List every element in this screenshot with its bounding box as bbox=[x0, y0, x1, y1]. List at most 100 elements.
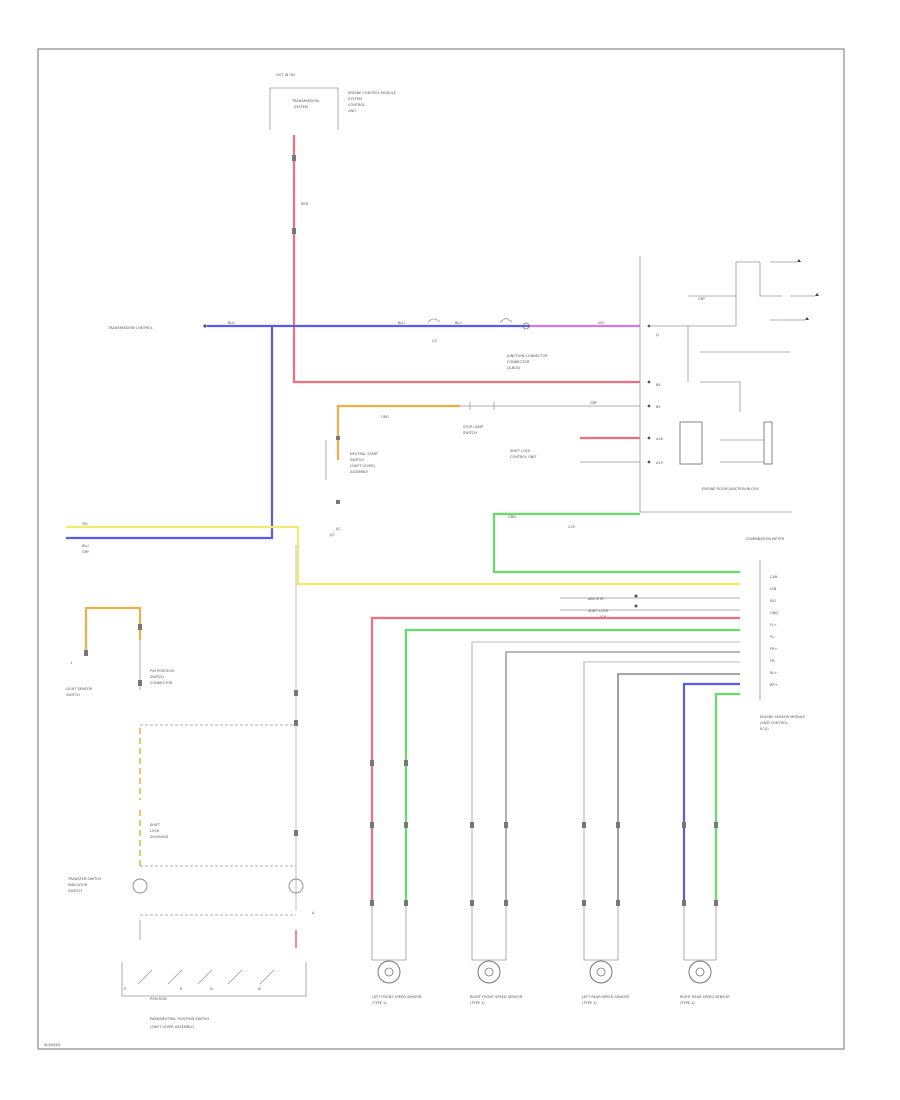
svg-text:SYSTEM: SYSTEM bbox=[294, 105, 308, 109]
svg-text:ASSEMBLY: ASSEMBLY bbox=[350, 470, 369, 474]
top-connector: HOT IN ON TRANSMISSION SYSTEM ENGINE CON… bbox=[269, 73, 396, 130]
svg-text:RR+: RR+ bbox=[770, 683, 778, 687]
shift-lock-label: SHIFT LOCK bbox=[510, 449, 531, 453]
wire-blue-vertical bbox=[66, 326, 274, 540]
junction-lower-label: J/C bbox=[329, 533, 335, 537]
svg-text:(A-BUS): (A-BUS) bbox=[507, 366, 521, 370]
svg-text:SOLENOID: SOLENOID bbox=[150, 835, 169, 839]
transfer-switch: TRANSFER SWITCH INDICATOR SWITCH A bbox=[67, 877, 315, 915]
park-neutral-switch: P R N D POSITION PARK/NEUTRAL POSITION S… bbox=[121, 962, 307, 1029]
svg-text:P: P bbox=[124, 987, 126, 991]
sensor-rl: LEFT REAR SPEED SENSOR (TYPE 1) bbox=[582, 906, 630, 1005]
svg-text:GND: GND bbox=[770, 611, 778, 615]
combination-meter-label: COMBINATION METER bbox=[746, 537, 785, 541]
svg-text:GRY: GRY bbox=[590, 401, 598, 405]
top-component-label: ENGINE CONTROL MODULE bbox=[348, 91, 396, 95]
sensor-module-label: ENGINE SENSOR MODULE bbox=[760, 715, 805, 719]
wire-green-fl bbox=[404, 628, 740, 900]
wire-gray-rl2 bbox=[617, 673, 740, 900]
transfer-switch-label: TRANSFER SWITCH bbox=[67, 877, 102, 881]
svg-text:N: N bbox=[210, 987, 213, 991]
wire-yellow bbox=[66, 525, 740, 586]
svg-text:(SKID CONTROL: (SKID CONTROL bbox=[760, 721, 788, 725]
park-neutral-label: PARK/NEUTRAL POSITION SWITCH bbox=[150, 1017, 209, 1021]
page-code: W/I/XXXX bbox=[44, 1043, 61, 1047]
svg-text:VIO: VIO bbox=[598, 321, 604, 325]
sensor-fl-label: LEFT FRONT SPEED SENSOR bbox=[372, 995, 422, 999]
svg-text:J/C: J/C bbox=[335, 527, 341, 531]
svg-text:SWITCH: SWITCH bbox=[350, 458, 364, 462]
svg-text:BLU: BLU bbox=[455, 321, 462, 325]
svg-text:SIG: SIG bbox=[770, 599, 776, 603]
svg-text:GRY: GRY bbox=[82, 550, 90, 554]
svg-text:GRN: GRN bbox=[508, 515, 516, 519]
svg-text:B5: B5 bbox=[656, 405, 661, 409]
svg-text:SWITCH: SWITCH bbox=[463, 431, 477, 435]
svg-text:CONNECTOR: CONNECTOR bbox=[150, 681, 173, 685]
svg-text:RL+: RL+ bbox=[770, 671, 777, 675]
svg-text:CONTROL: CONTROL bbox=[348, 103, 365, 107]
svg-text:FR+: FR+ bbox=[770, 647, 777, 651]
svg-text:B4: B4 bbox=[656, 383, 661, 387]
junction-connector-mid: JUNCTION CONNECTOR CONNECTOR (A-BUS) bbox=[506, 322, 548, 370]
svg-text:J1: J1 bbox=[655, 333, 659, 337]
fuse-block: J1 B4 B5 A18 A19 GRY ENGINE ROOM JUNCTIO… bbox=[639, 256, 819, 513]
svg-text:D: D bbox=[258, 987, 261, 991]
svg-text:SWITCH: SWITCH bbox=[68, 889, 82, 893]
svg-text:SWITCH: SWITCH bbox=[66, 693, 80, 697]
svg-text:ABS MTR: ABS MTR bbox=[588, 597, 604, 601]
left-signal-label: TRANSMISSION CONTROL bbox=[107, 326, 153, 330]
svg-text:IGN: IGN bbox=[770, 587, 777, 591]
wire-green-rr bbox=[714, 692, 740, 900]
sensor-rr-label: RIGHT REAR SPEED SENSOR bbox=[680, 995, 730, 999]
wire-blue-rr bbox=[682, 682, 740, 900]
wire-gray-rl1 bbox=[583, 661, 740, 900]
svg-text:A18: A18 bbox=[656, 437, 663, 441]
svg-text:C20: C20 bbox=[568, 525, 575, 529]
svg-text:FL-: FL- bbox=[770, 635, 776, 639]
svg-text:(SHIFT LEVER ASSEMBLY): (SHIFT LEVER ASSEMBLY) bbox=[150, 1025, 195, 1029]
sensor-rl-label: LEFT REAR SPEED SENSOR bbox=[582, 995, 630, 999]
svg-text:A: A bbox=[312, 911, 315, 915]
svg-text:LIGHT SENSOR: LIGHT SENSOR bbox=[66, 687, 93, 691]
svg-text:CAN: CAN bbox=[770, 575, 778, 579]
svg-text:TRANSMISSION: TRANSMISSION bbox=[291, 99, 319, 103]
svg-text:BLU: BLU bbox=[398, 321, 405, 325]
svg-text:(TYPE 1): (TYPE 1) bbox=[470, 1001, 485, 1005]
sensor-rr: RIGHT REAR SPEED SENSOR (TYPE 1) bbox=[680, 906, 730, 1005]
wire-green-top bbox=[492, 512, 740, 574]
junction-mid-label: JUNCTION CONNECTOR bbox=[506, 354, 548, 358]
svg-text:CONNECTOR: CONNECTOR bbox=[507, 360, 530, 364]
svg-text:SHIFT: SHIFT bbox=[150, 823, 161, 827]
svg-text:ECU): ECU) bbox=[760, 727, 769, 731]
sensor-fl: LEFT FRONT SPEED SENSOR (TYPE 1) bbox=[371, 906, 422, 1005]
combination-meter: COMBINATION METER CAN IGN SIG GND FL+ FL… bbox=[746, 537, 805, 731]
sensor-fr: RIGHT FRONT SPEED SENSOR (TYPE 1) bbox=[470, 906, 523, 1005]
svg-text:A19: A19 bbox=[656, 461, 663, 465]
svg-text:C4: C4 bbox=[432, 339, 437, 343]
svg-text:(TYPE 1): (TYPE 1) bbox=[372, 1001, 387, 1005]
svg-text:FR-: FR- bbox=[770, 659, 776, 663]
svg-text:LOCK: LOCK bbox=[150, 829, 160, 833]
fuse-block-label: ENGINE ROOM JUNCTION BLOCK bbox=[702, 487, 759, 491]
svg-text:(TYPE 1): (TYPE 1) bbox=[680, 1001, 695, 1005]
svg-text:SYSTEM: SYSTEM bbox=[348, 97, 362, 101]
svg-text:(SHIFT LEVER): (SHIFT LEVER) bbox=[350, 464, 376, 468]
top-connector-label: HOT IN ON bbox=[276, 73, 295, 77]
svg-text:CONTROL UNIT: CONTROL UNIT bbox=[510, 455, 537, 459]
wire-red-fl bbox=[370, 616, 740, 900]
neutral-start-label: NEUTRAL START bbox=[350, 452, 379, 456]
svg-text:UNIT: UNIT bbox=[348, 109, 357, 113]
svg-text:SHIFT LOCK: SHIFT LOCK bbox=[588, 609, 609, 613]
svg-text:BLU: BLU bbox=[82, 544, 89, 548]
diagram-frame bbox=[37, 48, 845, 1050]
svg-text:RED: RED bbox=[301, 202, 309, 206]
svg-text:1: 1 bbox=[70, 661, 72, 665]
svg-text:P/N POSITION: P/N POSITION bbox=[150, 669, 174, 673]
svg-text:(TYPE 1): (TYPE 1) bbox=[582, 1001, 597, 1005]
wire-orange bbox=[336, 404, 460, 460]
svg-text:GRY: GRY bbox=[698, 297, 706, 301]
wire-orange-left bbox=[84, 606, 142, 650]
svg-text:YEL: YEL bbox=[82, 522, 88, 526]
